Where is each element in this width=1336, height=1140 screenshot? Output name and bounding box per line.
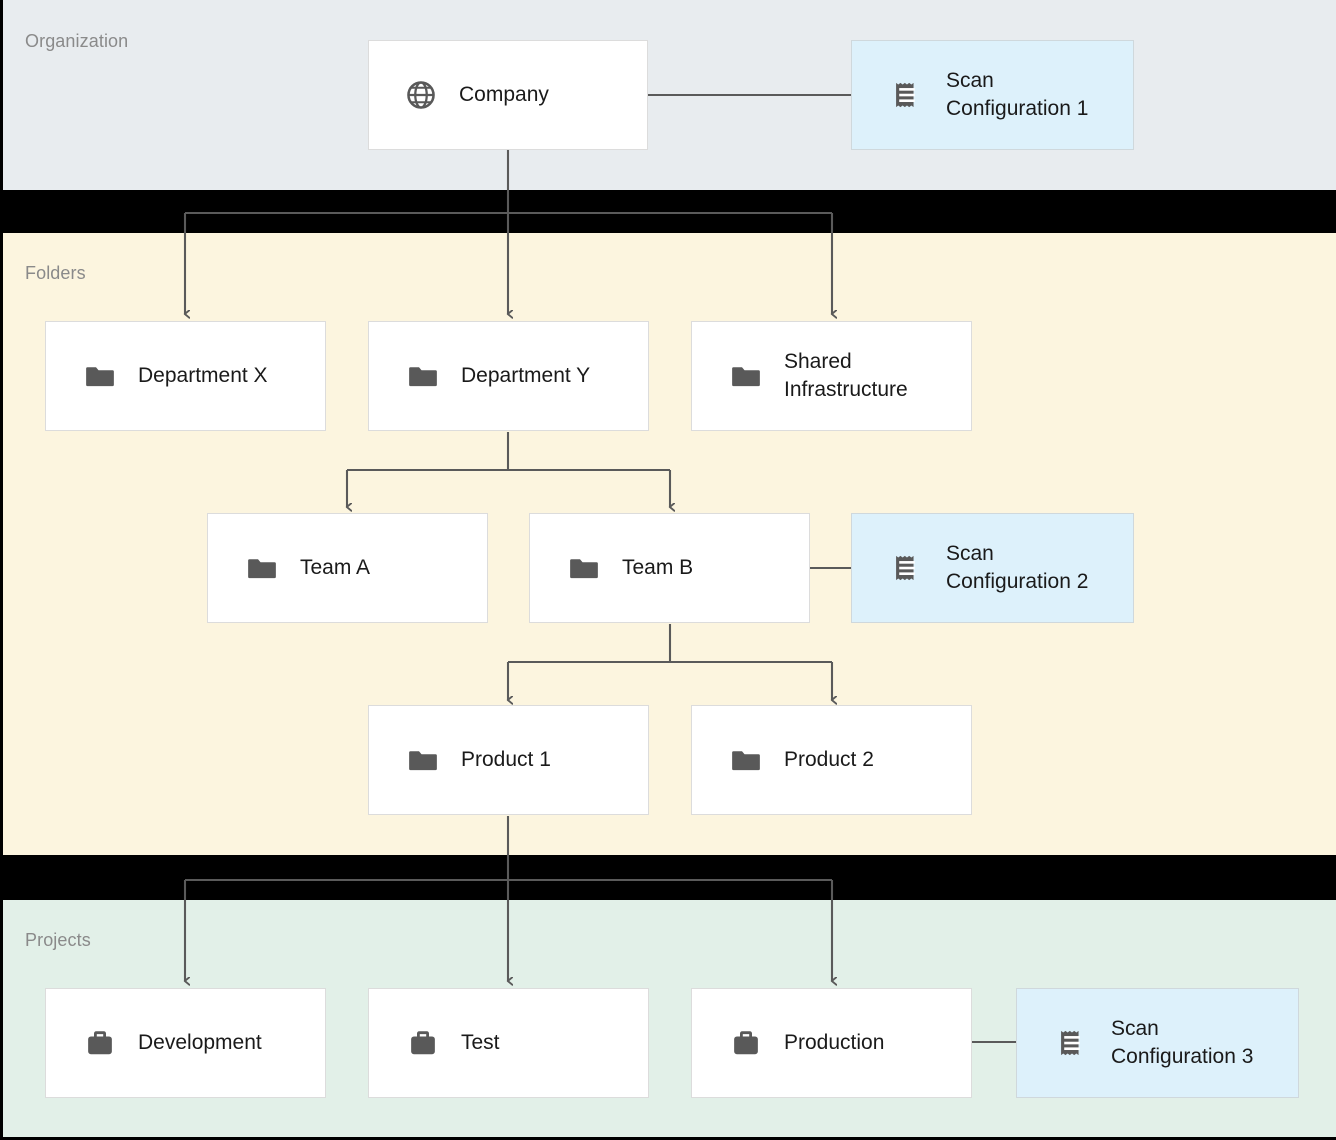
node-product-2[interactable]: Product 2: [691, 705, 972, 815]
node-test[interactable]: Test: [368, 988, 649, 1098]
receipt-icon: [890, 78, 924, 112]
node-department-x[interactable]: Department X: [45, 321, 326, 431]
organization-band-label: Organization: [25, 31, 129, 51]
node-production-label: Production: [784, 1031, 885, 1054]
node-shared-infrastructure[interactable]: Shared Infrastructure: [691, 321, 972, 431]
folder-icon: [246, 552, 278, 584]
folder-icon: [730, 360, 762, 392]
node-shared-infrastructure-label: Shared Infrastructure: [784, 350, 908, 401]
band-separator-1: [3, 190, 1336, 233]
node-development-label: Development: [138, 1031, 262, 1054]
receipt-icon: [890, 551, 924, 585]
globe-icon: [405, 79, 437, 111]
folders-band-label: Folders: [25, 263, 86, 283]
node-scan-config-1[interactable]: Scan Configuration 1: [851, 40, 1134, 150]
folder-icon: [407, 744, 439, 776]
node-team-b[interactable]: Team B: [529, 513, 810, 623]
folder-icon: [407, 360, 439, 392]
node-product-1-label: Product 1: [461, 748, 551, 771]
node-company-label: Company: [459, 83, 549, 106]
node-scan-config-1-label: Scan Configuration 1: [946, 69, 1089, 120]
node-production[interactable]: Production: [691, 988, 972, 1098]
node-team-b-label: Team B: [622, 556, 694, 579]
node-scan-config-2-label: Scan Configuration 2: [946, 542, 1089, 593]
node-company[interactable]: Company: [368, 40, 648, 150]
organization-band: [3, 0, 1336, 190]
node-scan-config-3-label: Scan Configuration 3: [1111, 1017, 1254, 1068]
projects-band-label: Projects: [25, 930, 91, 950]
node-team-a-label: Team A: [300, 556, 371, 579]
briefcase-icon: [407, 1027, 439, 1059]
node-product-2-label: Product 2: [784, 748, 874, 771]
briefcase-icon: [84, 1027, 116, 1059]
briefcase-icon: [730, 1027, 762, 1059]
folder-icon: [568, 552, 600, 584]
folder-icon: [730, 744, 762, 776]
node-department-y[interactable]: Department Y: [368, 321, 649, 431]
node-team-a[interactable]: Team A: [207, 513, 488, 623]
node-test-label: Test: [461, 1031, 500, 1054]
folder-icon: [84, 360, 116, 392]
receipt-icon: [1055, 1026, 1089, 1060]
node-scan-config-3[interactable]: Scan Configuration 3: [1016, 988, 1299, 1098]
band-separator-2: [3, 855, 1336, 900]
node-scan-config-2[interactable]: Scan Configuration 2: [851, 513, 1134, 623]
node-product-1[interactable]: Product 1: [368, 705, 649, 815]
node-department-y-label: Department Y: [461, 364, 591, 387]
node-department-x-label: Department X: [138, 364, 268, 387]
node-development[interactable]: Development: [45, 988, 326, 1098]
